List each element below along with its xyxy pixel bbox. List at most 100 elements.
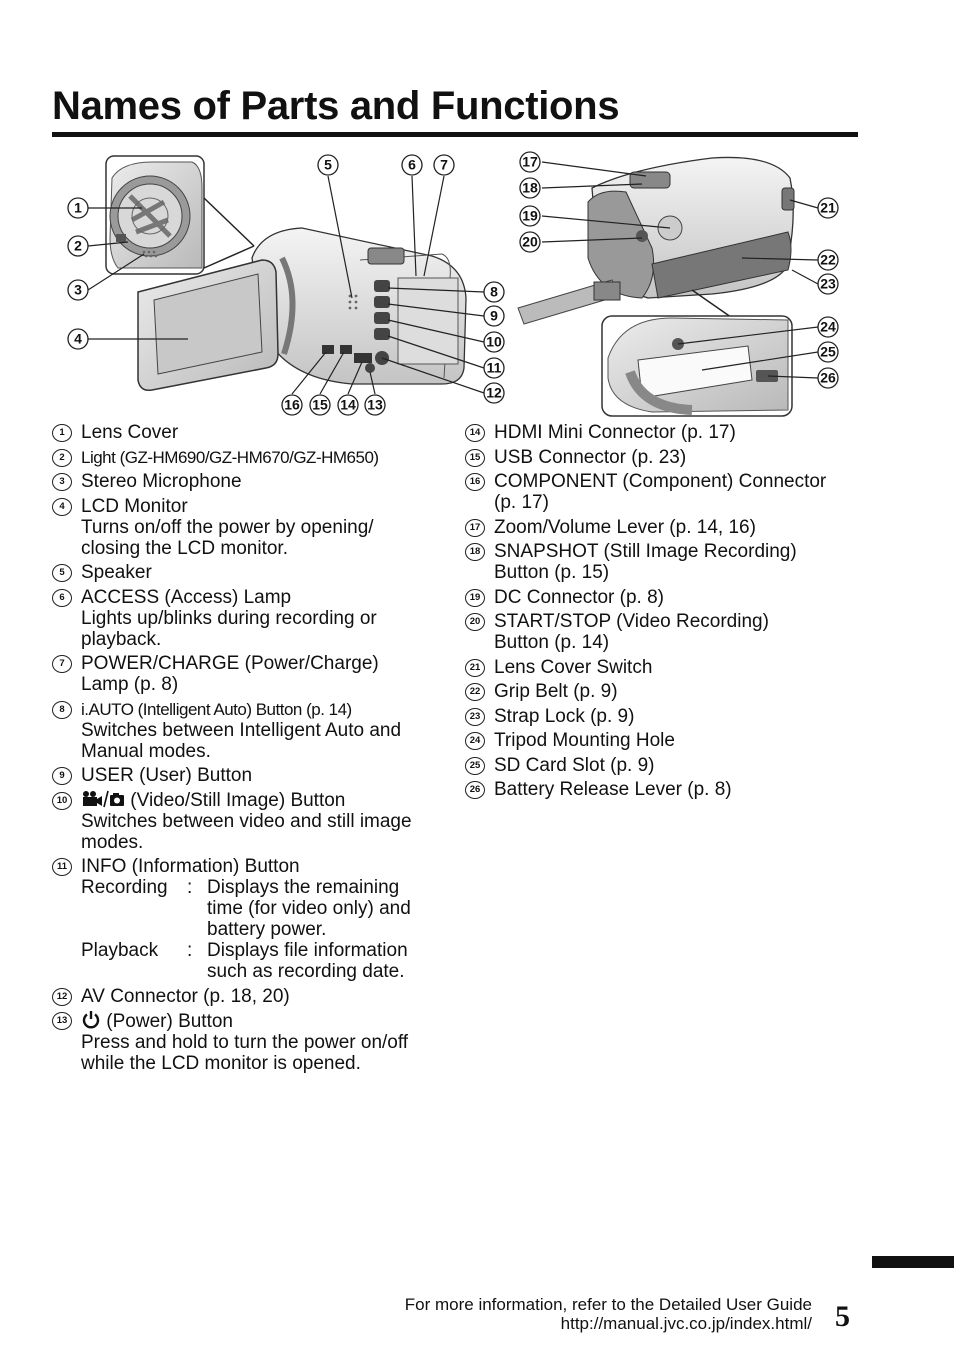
callout-circle (67, 235, 89, 257)
callout-label: 21 (820, 200, 836, 216)
row-text: such as recording date. (207, 961, 405, 982)
leader-lines (87, 161, 819, 395)
part-item: 1 Lens Cover (52, 422, 452, 443)
callout-circle (817, 367, 839, 389)
part-desc: Lights up/blinks during recording or (81, 607, 377, 629)
bottom-inset (601, 315, 793, 417)
callout-label: 16 (284, 397, 300, 413)
part-desc: Press and hold to turn the power on/off (81, 1032, 409, 1053)
part-desc: Turns on/off the power by opening/ (81, 516, 374, 538)
callout-circle (67, 197, 89, 219)
item-number: 18 (465, 543, 485, 561)
callout-circle (67, 328, 89, 350)
item-number: 2 (52, 448, 72, 467)
callout-label: 2 (74, 238, 82, 254)
camcorder-left-view (137, 227, 467, 392)
item-number: 4 (52, 497, 72, 516)
page-title: Names of Parts and Functions (52, 84, 620, 128)
part-name: Zoom/Volume Lever (p. 14, 16) (494, 516, 756, 538)
part-name: HDMI Mini Connector (p. 17) (494, 422, 736, 443)
part-name: SD Card Slot (p. 9) (494, 754, 655, 776)
part-item: 3 Stereo Microphone (52, 471, 452, 492)
item-number: 6 (52, 588, 72, 607)
part-desc: Lamp (p. 8) (81, 674, 179, 695)
callout-label: 20 (522, 234, 538, 250)
part-desc: modes. (81, 831, 144, 853)
callout-circle (281, 394, 303, 416)
callout-circle (401, 154, 423, 176)
part-name: START/STOP (Video Recording) (494, 611, 769, 632)
part-item: 26 Battery Release Lever (p. 8) (465, 779, 865, 800)
row-label: Playback (81, 940, 159, 961)
row-label: Recording (81, 877, 168, 898)
part-item: 12 AV Connector (p. 18, 20) (52, 986, 452, 1007)
item-number: 7 (52, 655, 72, 673)
parts-list-left: 1 Lens Cover 2 Light (GZ-HM690/GZ-HM670/… (52, 422, 452, 1078)
callout-circle (364, 394, 386, 416)
callout-circle (519, 177, 541, 199)
camcorder-right-view (517, 156, 795, 325)
item-number: 25 (465, 756, 485, 775)
callout-circle (519, 231, 541, 253)
part-name-row: (Power) Button (81, 1010, 452, 1032)
part-name: Strap Lock (p. 9) (494, 705, 635, 727)
callout-label: 19 (522, 208, 538, 224)
callout-label: 4 (74, 331, 82, 347)
callout-circle (817, 249, 839, 271)
part-name: INFO (Information) Button (81, 856, 300, 877)
part-name: USB Connector (p. 23) (494, 446, 687, 468)
item-number: 16 (465, 473, 485, 491)
callout-circle (817, 197, 839, 219)
part-name: Tripod Mounting Hole (494, 730, 675, 751)
callout-label: 26 (820, 370, 836, 386)
part-desc: closing the LCD monitor. (81, 537, 288, 559)
callout-label: 23 (820, 276, 836, 292)
title-rule (52, 132, 858, 137)
callout-label: 24 (820, 319, 836, 335)
part-item: 19 DC Connector (p. 8) (465, 587, 865, 608)
part-name: i.AUTO (Intelligent Auto) Button (p. 14) (81, 699, 352, 719)
callout-circle (519, 205, 541, 227)
part-name: AV Connector (p. 18, 20) (81, 985, 290, 1007)
row-text: time (for video only) and (207, 898, 411, 919)
part-item: 23 Strap Lock (p. 9) (465, 706, 865, 727)
callout-label: 12 (486, 385, 502, 401)
item-number: 8 (52, 700, 72, 719)
part-desc: Switches between Intelligent Auto and (81, 719, 402, 741)
part-item: 7 POWER/CHARGE (Power/Charge) Lamp (p. 8… (52, 653, 452, 695)
part-item: 13 (Power) Button Press and hold to turn… (52, 1010, 452, 1074)
part-name: Lens Cover (81, 422, 179, 443)
part-item: 16 COMPONENT (Component) Connector (p. 1… (465, 471, 865, 513)
part-name: Stereo Microphone (81, 471, 242, 492)
part-item: 15 USB Connector (p. 23) (465, 447, 865, 468)
item-number: 1 (52, 424, 72, 442)
part-item: 8 i.AUTO (Intelligent Auto) Button (p. 1… (52, 699, 452, 762)
callout-label: 3 (74, 282, 82, 298)
callout-circle (817, 341, 839, 363)
item-number: 11 (52, 858, 72, 876)
part-item: 14 HDMI Mini Connector (p. 17) (465, 422, 865, 443)
row-colon: : (187, 877, 193, 898)
callout-label: 18 (522, 180, 538, 196)
callout-circle (817, 316, 839, 338)
callout-circle (317, 154, 339, 176)
item-number: 26 (465, 781, 485, 799)
part-item: 10 (Video/Still Image) Button Switches b… (52, 790, 452, 853)
callout-label: 1 (74, 200, 82, 216)
callout-label: 17 (522, 154, 538, 170)
callout-label: 25 (820, 344, 836, 360)
part-name: (Video/Still Image) Button (130, 789, 346, 811)
footer-url[interactable]: http://manual.jvc.co.jp/index.html/ (560, 1314, 812, 1333)
power-icon (82, 1011, 100, 1029)
page-number: 5 (835, 1300, 850, 1333)
part-item: 21 Lens Cover Switch (465, 657, 865, 678)
item-number: 15 (465, 448, 485, 467)
part-name: Light (GZ-HM690/GZ-HM670/GZ-HM650) (81, 447, 379, 467)
part-name: POWER/CHARGE (Power/Charge) (81, 653, 379, 674)
part-name: Battery Release Lever (p. 8) (494, 779, 732, 800)
lens-inset (105, 155, 255, 275)
parts-list-right: 14 HDMI Mini Connector (p. 17) 15 USB Co… (465, 422, 865, 804)
callout-circle (67, 279, 89, 301)
